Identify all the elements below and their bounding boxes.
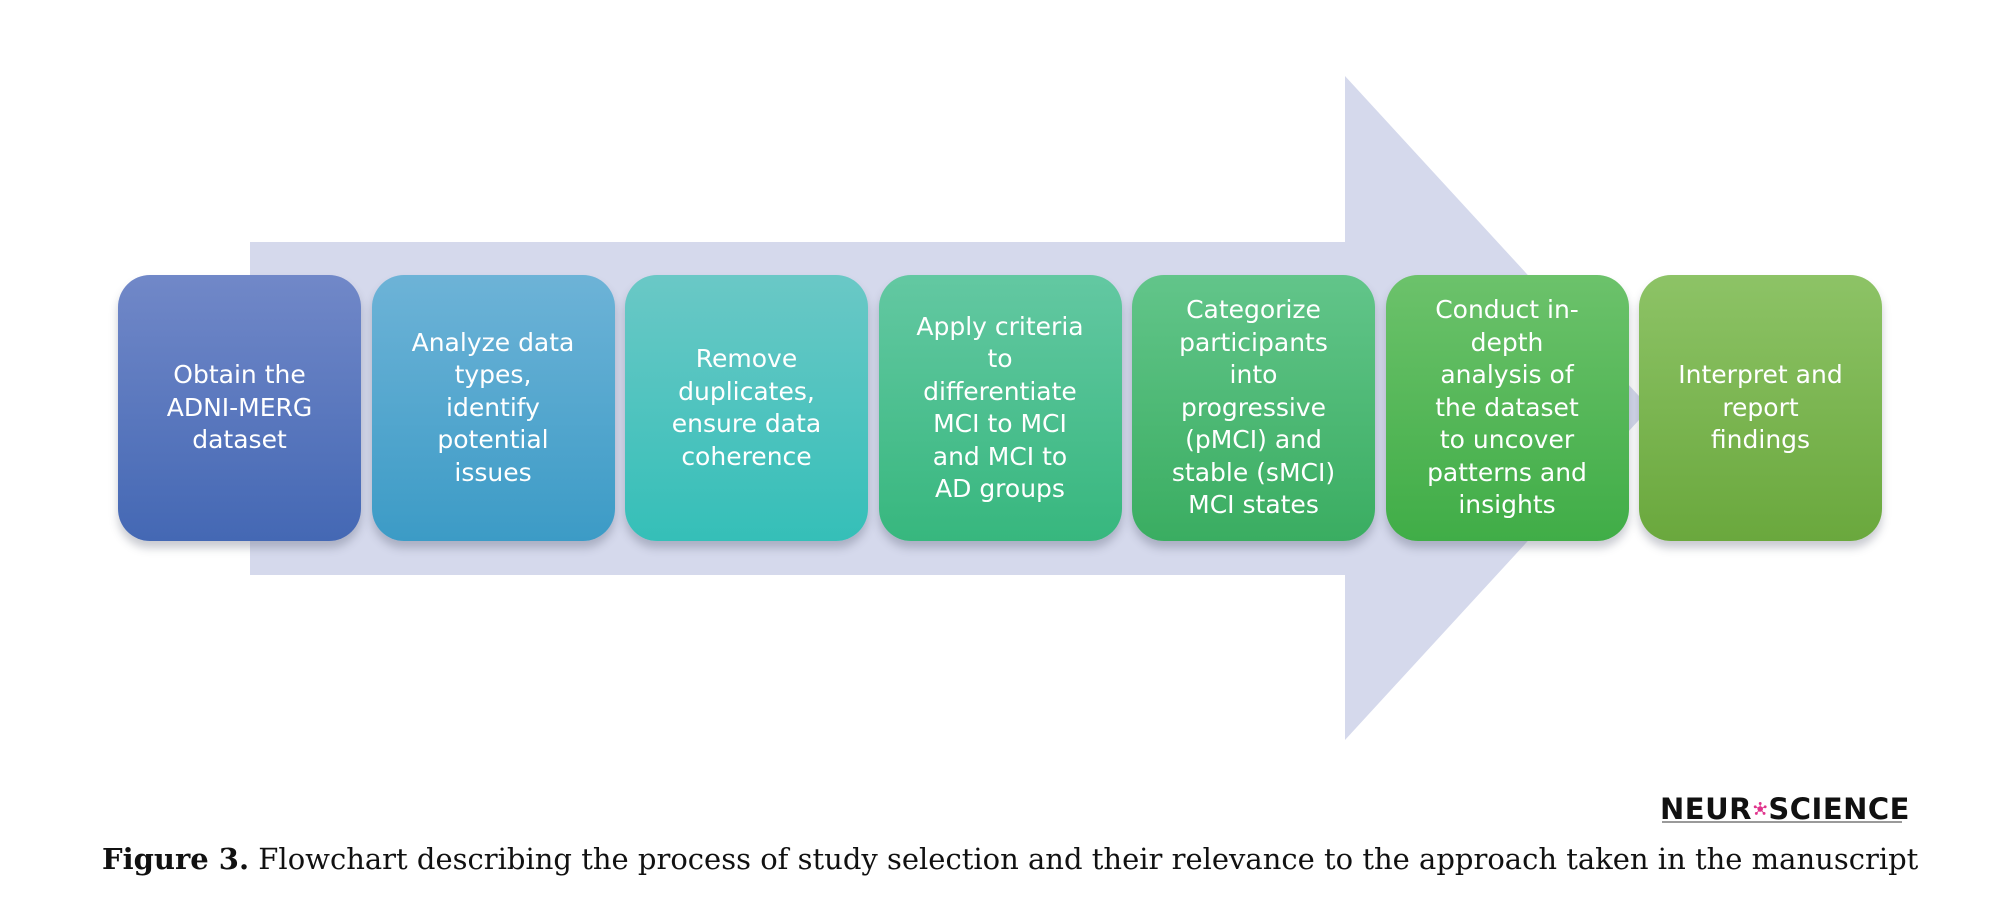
logo-underline	[1662, 821, 1902, 823]
step-box-2: Analyze data types, identify potential i…	[371, 275, 615, 541]
step-label: Conduct in- depth analysis of the datase…	[1427, 295, 1587, 520]
step-label: Interpret and report findings	[1678, 360, 1843, 455]
step-box-1: Obtain the ADNI-MERG dataset	[118, 275, 361, 541]
step-box-5: Categorize participants into progressive…	[1132, 275, 1375, 541]
step-label: Obtain the ADNI-MERG dataset	[166, 360, 313, 455]
step-label: Remove duplicates, ensure data coherence	[671, 344, 822, 471]
neuron-icon	[1753, 802, 1767, 815]
logo-text-end: SCIENCE	[1768, 792, 1910, 826]
step-box-6: Conduct in- depth analysis of the datase…	[1385, 275, 1629, 541]
neuroscience-logo: NEUR SCIENCE	[1660, 788, 1910, 830]
step-label: Apply criteria to differentiate MCI to M…	[916, 311, 1084, 504]
step-box-3: Remove duplicates, ensure data coherence	[625, 275, 868, 541]
caption-text: Flowchart describing the process of stud…	[249, 842, 1919, 876]
step-box-7: Interpret and report findings	[1639, 275, 1882, 541]
step-label: Categorize participants into progressive…	[1171, 295, 1336, 520]
step-box-4: Apply criteria to differentiate MCI to M…	[878, 275, 1122, 541]
caption-label: Figure 3.	[102, 842, 250, 876]
logo-text-start: NEUR	[1660, 792, 1752, 826]
step-label: Analyze data types, identify potential i…	[411, 327, 575, 487]
figure-caption: Figure 3. Flowchart describing the proce…	[102, 842, 1982, 876]
